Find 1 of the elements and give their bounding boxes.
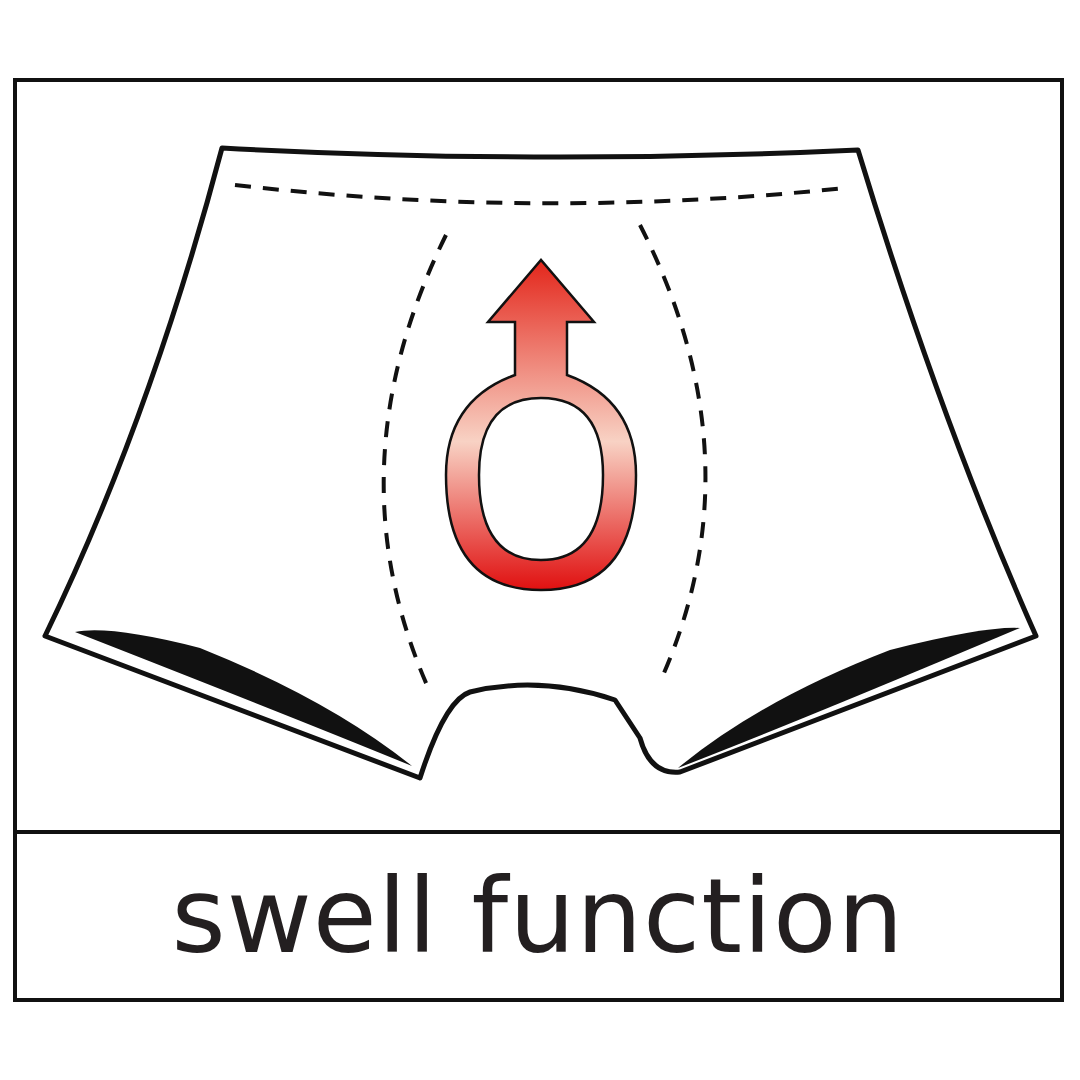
caption-text: swell function — [171, 858, 905, 974]
